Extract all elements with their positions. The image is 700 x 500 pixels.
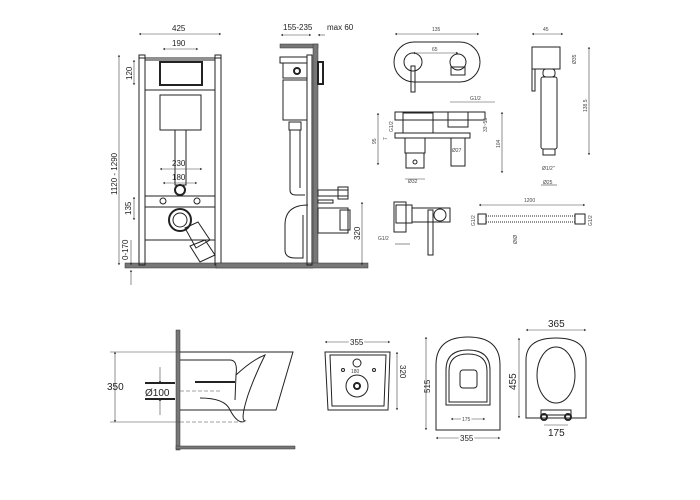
dim-mixer-offset: 7 bbox=[383, 137, 389, 140]
toilet-top-view: 175 515 355 bbox=[423, 336, 501, 445]
dim-frame-depth: 155-235 bbox=[283, 23, 313, 32]
cistern bbox=[159, 94, 202, 131]
dim-hose-end-right: G1/2 bbox=[588, 215, 594, 226]
dim-shower-width: 45 bbox=[543, 27, 549, 33]
dim-back-height: 320 bbox=[398, 365, 407, 379]
dim-panel-width: 190 bbox=[172, 39, 186, 48]
dim-panel-height: 120 bbox=[125, 66, 134, 80]
dim-shower-length: 138.5 bbox=[583, 99, 589, 112]
dim-mixer-thread: G1/2 bbox=[470, 96, 481, 102]
dim-toilet-height: 350 bbox=[107, 382, 124, 393]
dim-wall-max: max 60 bbox=[327, 23, 354, 32]
flush-button-mount bbox=[159, 61, 203, 86]
dim-bolt-spacing: 180 bbox=[351, 369, 360, 375]
dim-holder-dia: Ø27 bbox=[452, 148, 462, 154]
dim-mixer-height: 95 bbox=[372, 138, 378, 144]
dim-mixer-total: 104 bbox=[496, 139, 502, 148]
dim-studs-inner: 180 bbox=[172, 173, 186, 182]
dim-mixer-side-thread: G1/2 bbox=[389, 121, 395, 132]
hose-mark: Ø/Ø bbox=[513, 235, 519, 244]
dim-outlet-dia: Ø100 bbox=[145, 388, 170, 399]
installation-frame-side-view: 155-235 max 60 320 bbox=[215, 23, 369, 269]
toilet-seat-top-view: 365 455 175 bbox=[508, 319, 587, 439]
bidet-mixer-side-view: 95 G1/2 7 104 33~55 Ø27 Ø32 bbox=[372, 111, 504, 185]
dim-studs-outer: 230 bbox=[172, 159, 186, 168]
dim-hose-end-left: G1/2 bbox=[471, 215, 477, 226]
dim-frame-height: 1120 - 1290 bbox=[110, 152, 119, 195]
dim-frame-width: 425 bbox=[172, 24, 186, 33]
dim-floor-adjust: 0-170 bbox=[121, 239, 130, 260]
dim-seat-length: 455 bbox=[508, 373, 519, 390]
dim-back-width: 355 bbox=[350, 338, 364, 347]
dim-mixer-spacing: 65 bbox=[432, 47, 438, 53]
dim-seat-width: 365 bbox=[548, 319, 565, 330]
dim-shower-head-dia: Ø35 bbox=[572, 54, 578, 64]
dim-top-width: 355 bbox=[460, 434, 474, 443]
dim-hinge-spacing: 175 bbox=[548, 428, 565, 439]
dim-connection-height: 320 bbox=[353, 226, 362, 240]
dim-mixer-width: 135 bbox=[432, 27, 441, 33]
dim-outlet-height: 135 bbox=[124, 201, 133, 215]
dim-shower-base-dia: Ø25 bbox=[543, 180, 553, 186]
dim-body-dia: Ø32 bbox=[408, 179, 418, 185]
dim-shower-thread: Ø1/2" bbox=[542, 166, 555, 172]
dim-mixer-depth: 33~55 bbox=[483, 118, 489, 132]
dim-hose-length: 1200 bbox=[524, 198, 535, 204]
toilet-back-view: 180 355 320 bbox=[324, 337, 407, 411]
hand-shower: 45 Ø35 138.5 Ø1/2" Ø25 bbox=[531, 27, 591, 186]
shower-hose: 1200 G1/2 G1/2 Ø/Ø bbox=[471, 198, 594, 244]
bidet-mixer-front-view: 135 65 G1/2 bbox=[393, 27, 495, 103]
dim-top-bolt-spacing: 175 bbox=[462, 417, 471, 423]
dim-toilet-length: 515 bbox=[423, 379, 432, 393]
dim-bottom-thread: G1/2 bbox=[378, 236, 389, 242]
bidet-mixer-bottom-view: G1/2 bbox=[378, 201, 451, 256]
toilet-side-view: Ø100 350 bbox=[107, 329, 296, 451]
